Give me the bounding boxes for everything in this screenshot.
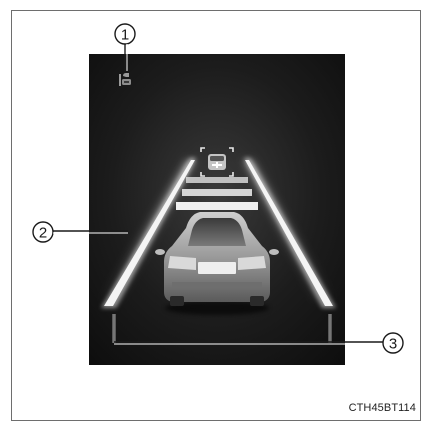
callout-2-label: 2 xyxy=(39,225,47,242)
figure-code: CTH45BT114 xyxy=(349,402,416,414)
distance-bars xyxy=(176,177,258,210)
callout-1-label: 1 xyxy=(121,27,129,44)
callout-3-label: 3 xyxy=(389,336,397,353)
